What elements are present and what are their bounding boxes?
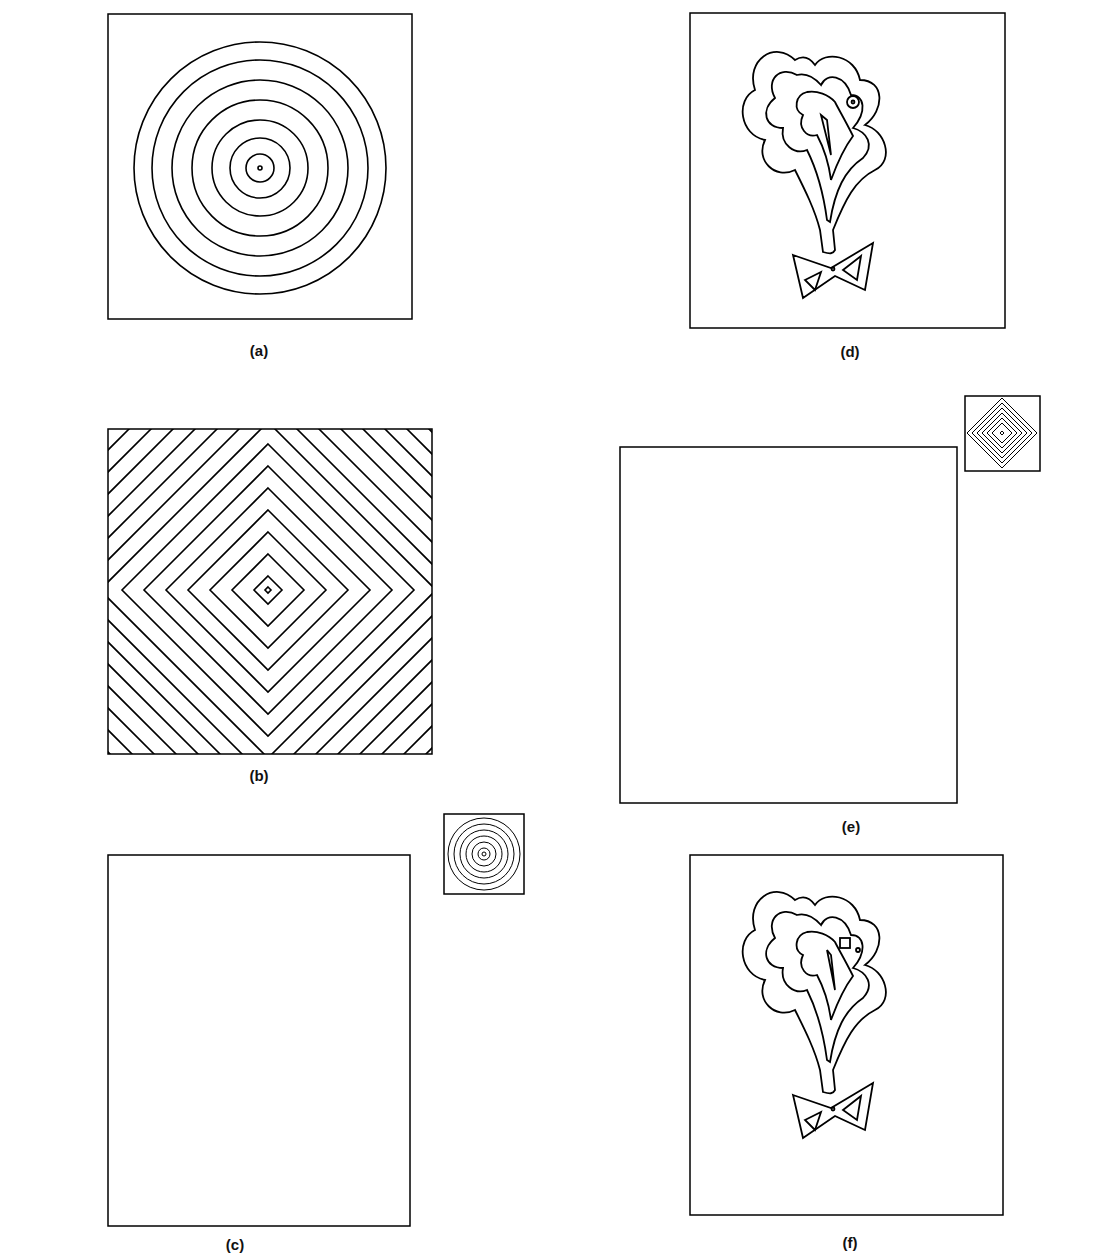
panel-frame <box>108 429 432 754</box>
panel-label: (c) <box>224 1236 246 1253</box>
circle-contours <box>134 42 386 294</box>
panel-frame <box>690 855 1003 1215</box>
panel-label: (d) <box>838 343 861 360</box>
panel-frame <box>620 447 957 803</box>
inset-frame <box>444 814 524 894</box>
circle-inset <box>448 818 520 890</box>
panel-label: (e) <box>840 818 862 835</box>
panel-label: (a) <box>248 342 270 359</box>
diamond-contours <box>108 429 432 754</box>
panel-frame <box>108 855 410 1226</box>
panel-label: (b) <box>247 767 270 784</box>
inner-distance-contours <box>743 892 886 1138</box>
panel-frame <box>108 14 412 319</box>
inner-distance-contours <box>743 52 886 298</box>
panel-label: (f) <box>841 1234 860 1251</box>
panel-frame <box>690 13 1005 328</box>
inset-frame <box>965 396 1040 471</box>
diamond-inset <box>967 398 1037 468</box>
